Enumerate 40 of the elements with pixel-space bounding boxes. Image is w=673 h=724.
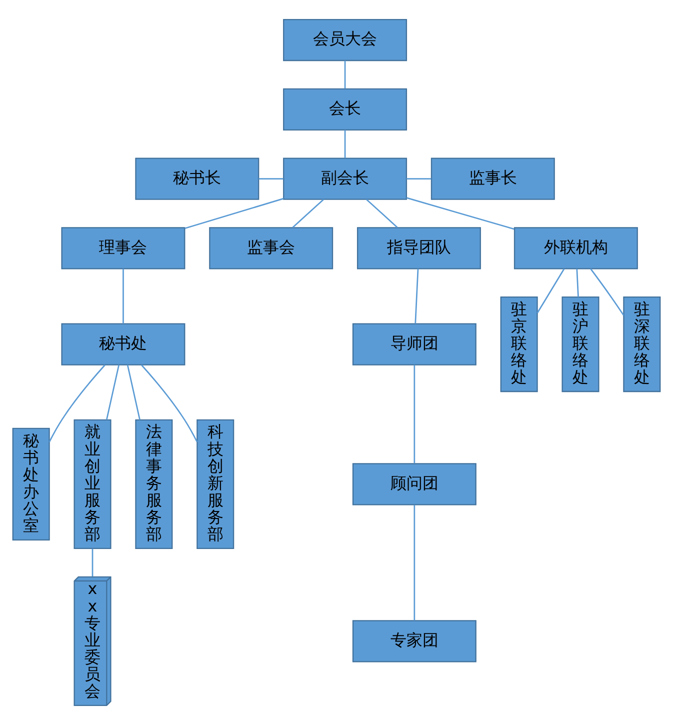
node-box: 专家团 bbox=[352, 620, 476, 662]
connector bbox=[590, 268, 624, 316]
connector bbox=[106, 364, 120, 420]
connector bbox=[406, 196, 514, 230]
connector bbox=[48, 364, 106, 442]
node-box: 驻京联络处 bbox=[500, 296, 538, 392]
node-box: 秘书处 bbox=[61, 322, 186, 365]
node-box: 监事会 bbox=[209, 226, 334, 269]
node-box: 监事长 bbox=[430, 157, 555, 200]
node-box: 法律事务服务部 bbox=[135, 418, 173, 549]
node-box: 会员大会 bbox=[283, 18, 408, 61]
connector bbox=[122, 268, 124, 324]
connector bbox=[126, 364, 140, 420]
node-box: 理事会 bbox=[61, 226, 186, 269]
node-box: 就业创业服务部 bbox=[74, 418, 112, 549]
connector bbox=[406, 178, 432, 179]
connector bbox=[184, 197, 284, 229]
connector bbox=[536, 268, 565, 313]
connector bbox=[344, 60, 346, 88]
node-box: 科技创新服务部 bbox=[196, 418, 234, 549]
node-box: 驻深联络处 bbox=[623, 296, 661, 392]
node-box: 外联机构 bbox=[514, 226, 638, 269]
connector bbox=[92, 548, 94, 576]
node-box: 副会长 bbox=[283, 157, 408, 200]
connector bbox=[292, 198, 324, 228]
connector bbox=[141, 364, 198, 442]
node-box: 会长 bbox=[283, 88, 408, 130]
node-box: 秘书长 bbox=[135, 157, 260, 200]
node-box: 驻沪联络处 bbox=[562, 296, 600, 392]
connector bbox=[414, 364, 416, 463]
connector bbox=[344, 129, 346, 158]
node-box: 顾问团 bbox=[352, 462, 476, 505]
connector bbox=[414, 268, 419, 324]
connector bbox=[258, 178, 284, 179]
connector bbox=[414, 504, 416, 620]
node-box: 导师团 bbox=[352, 322, 476, 365]
connector bbox=[576, 268, 579, 297]
connector bbox=[366, 198, 398, 228]
node-box: 指导团队 bbox=[356, 226, 481, 269]
node-box: 秘书处办公室 bbox=[12, 427, 50, 540]
